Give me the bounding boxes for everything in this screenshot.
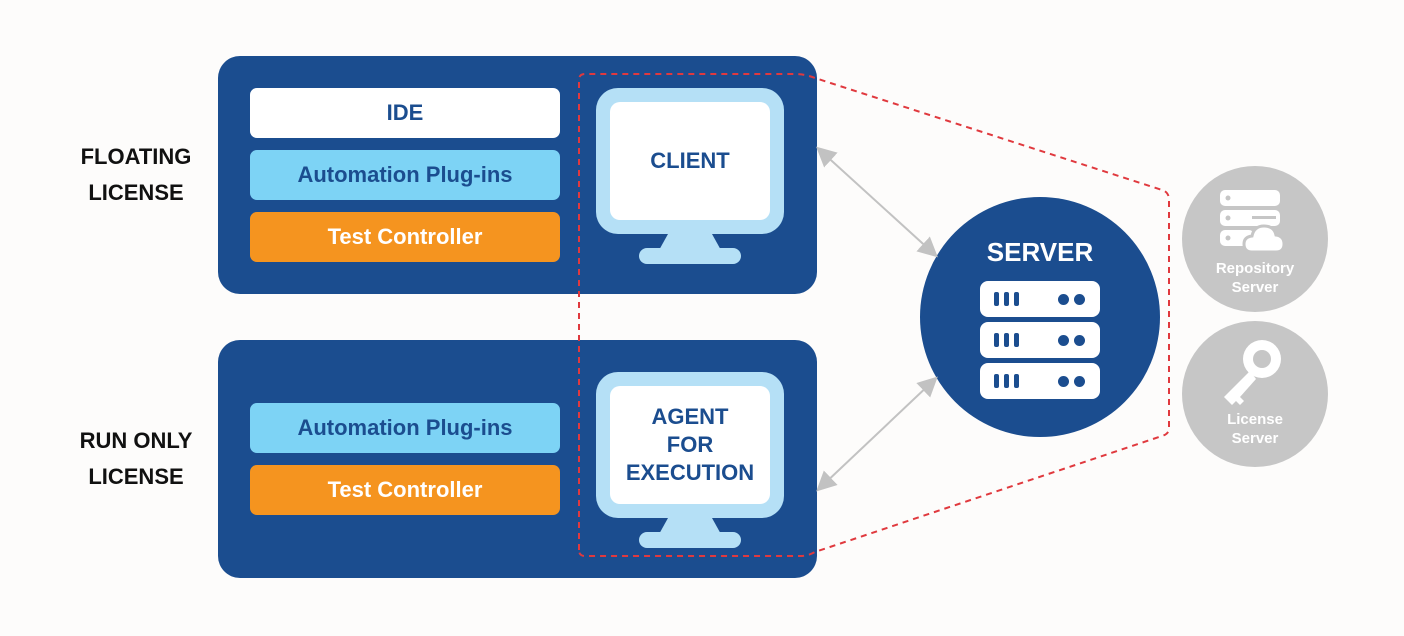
- automation-plugins-box: Automation Plug-ins: [250, 403, 560, 453]
- server-rack-unit: [980, 363, 1100, 399]
- test-controller-box: Test Controller: [250, 465, 560, 515]
- repository-server-node: Repository Server: [1182, 166, 1328, 312]
- repository-label-line1: Repository: [1215, 260, 1295, 277]
- automation-plugins-label: Automation Plug-ins: [297, 415, 513, 440]
- test-controller-box: Test Controller: [250, 212, 560, 262]
- client-server-arrow: [816, 146, 938, 258]
- repository-server-icon: [1220, 190, 1286, 254]
- agent-screen: AGENT FOR EXECUTION: [610, 386, 770, 504]
- agent-label-line3: EXECUTION: [625, 460, 755, 485]
- server-rack-unit: [980, 281, 1100, 317]
- license-server-node: License Server: [1182, 321, 1328, 467]
- agent-label-line1: AGENT: [651, 404, 729, 429]
- run-only-license-line2: LICENSE: [88, 464, 184, 489]
- client-screen: CLIENT: [610, 102, 770, 220]
- run-only-license-label: RUN ONLY LICENSE: [61, 423, 211, 495]
- agent-label-line2: FOR: [666, 432, 714, 457]
- key-icon: [1224, 340, 1281, 405]
- license-label-line1: License: [1227, 411, 1283, 428]
- agent-server-arrow: [816, 376, 938, 492]
- repository-label-line2: Server: [1231, 279, 1279, 296]
- floating-license-line2: LICENSE: [88, 180, 184, 205]
- run-only-license-line1: RUN ONLY: [79, 428, 193, 453]
- repository-server-label: Repository Server: [1182, 259, 1328, 297]
- run-only-license-panel: Automation Plug-ins Test Controller AGEN…: [218, 340, 817, 578]
- license-label-line2: Server: [1231, 430, 1279, 447]
- server-title: SERVER: [986, 237, 1094, 267]
- floating-license-line1: FLOATING: [80, 144, 192, 169]
- server-node: SERVER: [920, 197, 1160, 437]
- monitor-base: [639, 532, 741, 548]
- license-server-label: License Server: [1182, 410, 1328, 448]
- test-controller-label: Test Controller: [327, 477, 483, 502]
- automation-plugins-label: Automation Plug-ins: [297, 162, 513, 187]
- ide-label: IDE: [386, 100, 424, 125]
- ide-box: IDE: [250, 88, 560, 138]
- floating-license-label: FLOATING LICENSE: [61, 139, 211, 211]
- test-controller-label: Test Controller: [327, 224, 483, 249]
- server-rack-unit: [980, 322, 1100, 358]
- client-label: CLIENT: [650, 148, 730, 173]
- monitor-base: [639, 248, 741, 264]
- floating-license-panel: IDE Automation Plug-ins Test Controller …: [218, 56, 817, 294]
- automation-plugins-box: Automation Plug-ins: [250, 150, 560, 200]
